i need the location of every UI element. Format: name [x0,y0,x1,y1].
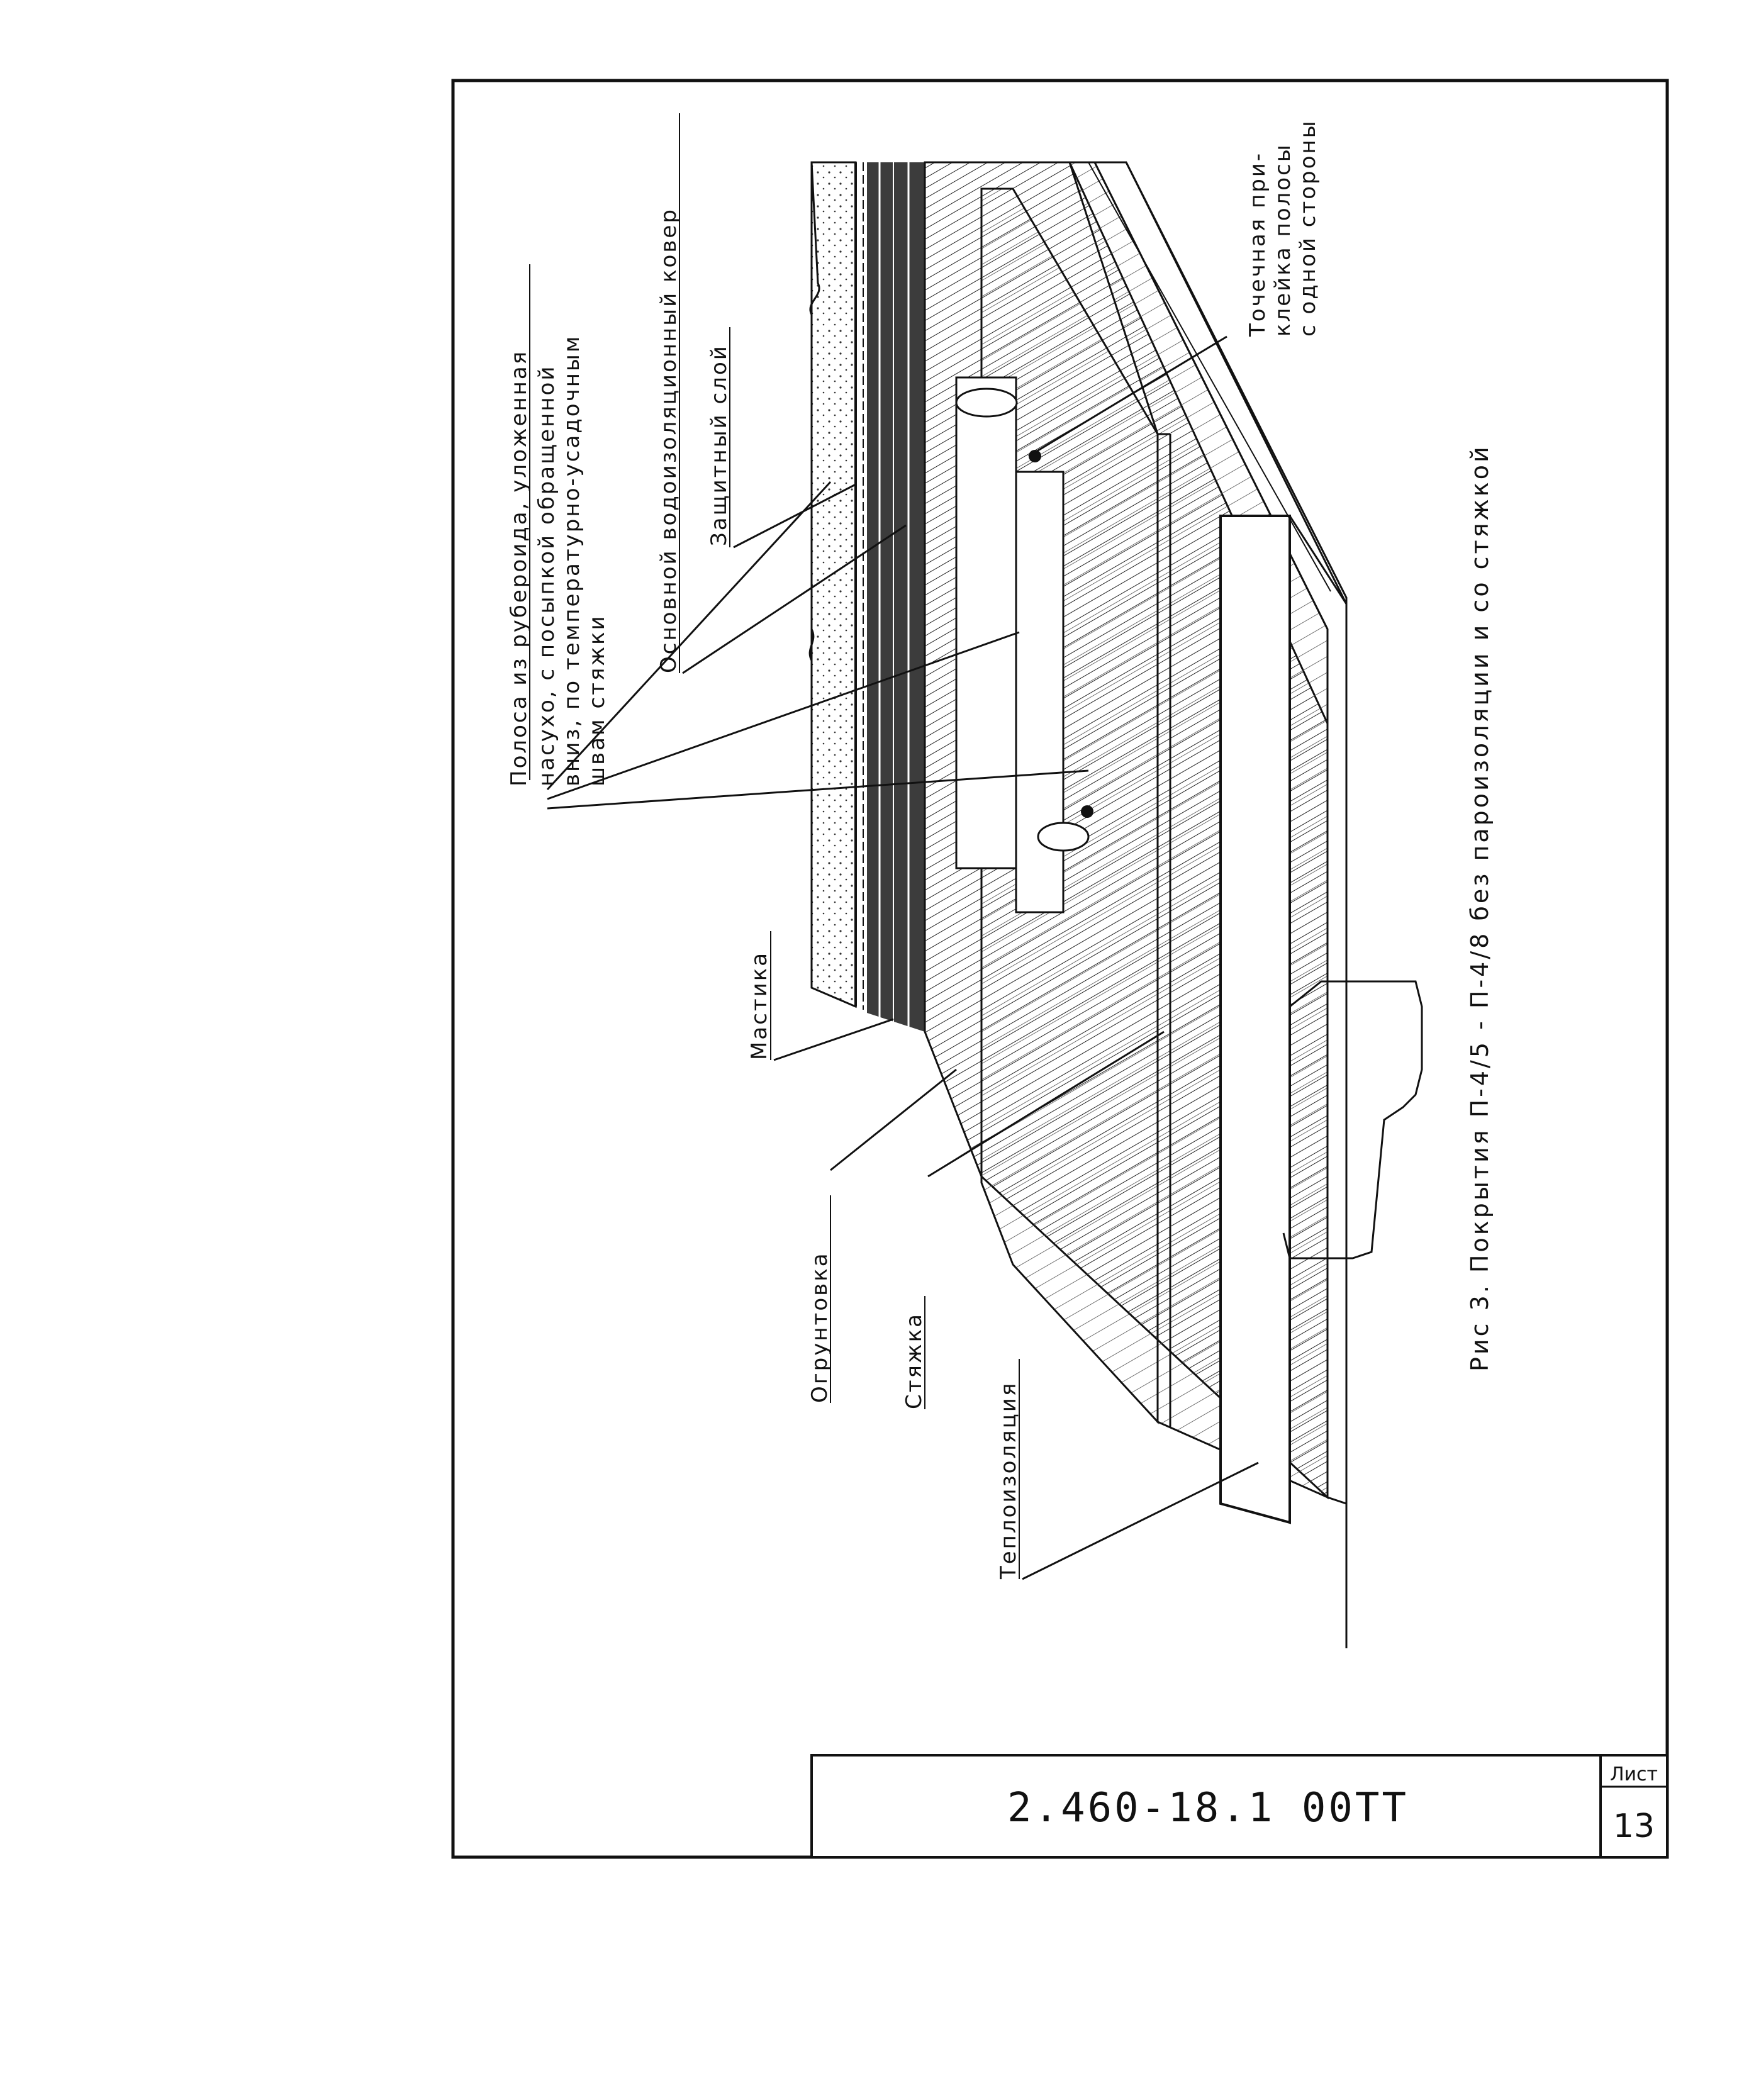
label-protective-layer: Защитный слой [707,344,732,546]
label-mastic: Мастика [747,951,772,1060]
leader-lines [529,113,1259,1580]
label-point-glue-line2: клейка полосы [1270,143,1295,337]
slab-rib [1282,980,1423,1259]
label-screed: Стяжка [902,1312,927,1409]
label-insulation: Теплоизоляция [996,1382,1021,1580]
title-block: 2.460-18.1 00ТТ Лист 13 [810,1754,1669,1858]
label-strip-line2: насухо, с посыпкой обращенной [534,365,559,786]
sheet-label: Лист [1610,1763,1658,1785]
label-main-carpet: Основной водоизоляционный ковер [656,208,681,673]
label-strip-line4: швам стяжки [584,614,610,786]
label-point-glue-line3: с одной стороны [1295,119,1321,337]
figure-caption: Рис 3. Покрытия П-4/5 - П-4/8 без пароиз… [1466,444,1494,1371]
label-strip-line1: Полоса из рубероида, уложенная [506,350,532,786]
waterproof-carpet [867,162,925,1032]
annotations: Полоса из рубероида, уложенная насухо, с… [506,119,1494,1580]
document-code: 2.460-18.1 00ТТ [1007,1785,1409,1831]
roofing-strip [955,376,1093,913]
label-point-glue-line1: Точечная при- [1245,152,1270,337]
slab-base [1219,515,1291,1524]
roof-layers-drawing [808,161,1423,1648]
label-strip-line3: вниз, по температурно-усадочным [559,335,584,786]
sheet-number: 13 [1613,1807,1655,1845]
label-primer: Огрунтовка [807,1251,832,1403]
